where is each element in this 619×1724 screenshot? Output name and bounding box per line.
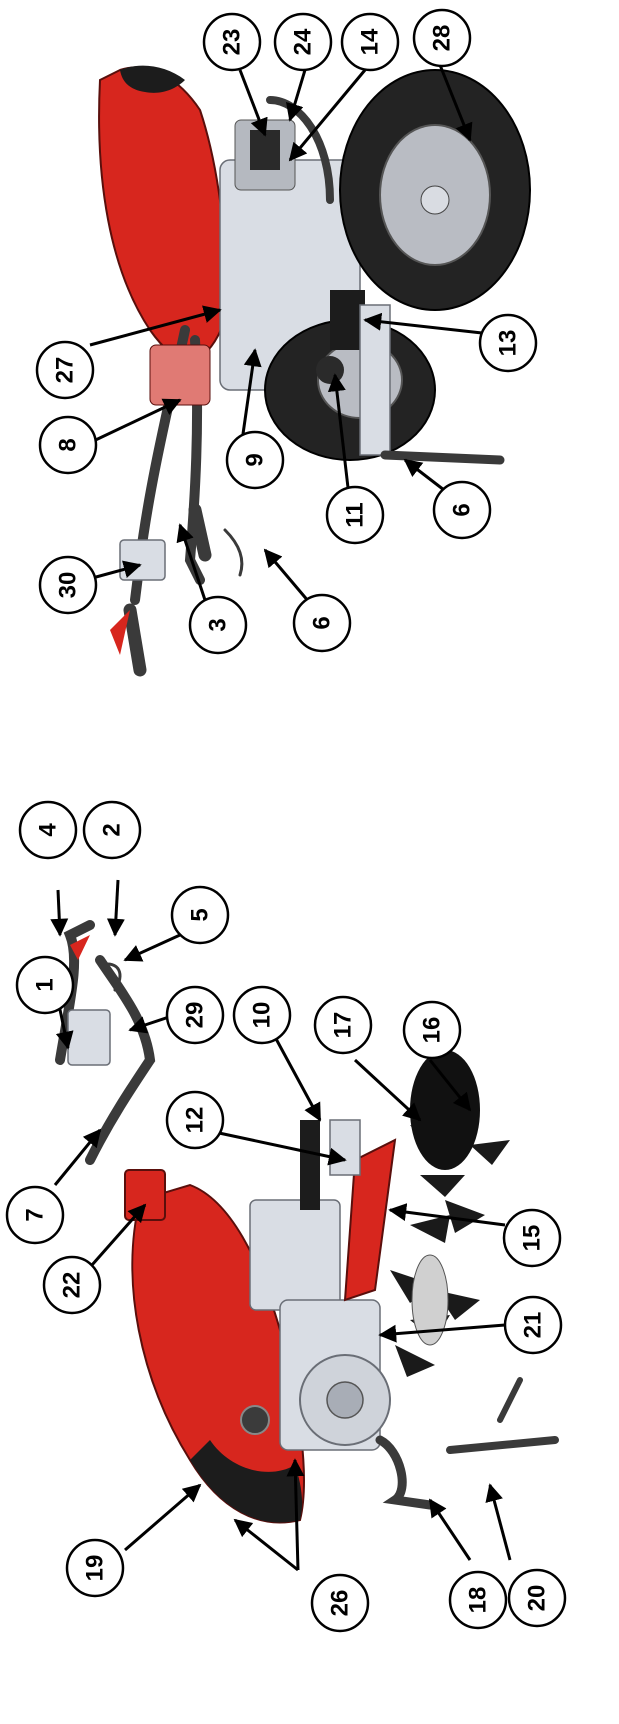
tractor-illustration bbox=[98, 65, 531, 677]
tow-bar bbox=[359, 304, 391, 456]
grip-right bbox=[188, 503, 212, 562]
svg-text:4: 4 bbox=[35, 823, 62, 837]
callout-4: 4 bbox=[18, 800, 78, 860]
svg-text:19: 19 bbox=[82, 1555, 109, 1582]
svg-text:27: 27 bbox=[52, 357, 79, 384]
callout-20: 20 bbox=[507, 1568, 567, 1628]
hitch-bracket bbox=[329, 1119, 361, 1176]
callout-12: 12 bbox=[165, 1090, 225, 1150]
svg-text:14: 14 bbox=[357, 28, 384, 55]
svg-text:16: 16 bbox=[419, 1017, 446, 1044]
axle-pin bbox=[497, 1377, 523, 1423]
callout-19: 19 bbox=[65, 1538, 125, 1598]
hub-front bbox=[420, 185, 450, 215]
spring-mount bbox=[149, 344, 211, 406]
callout-30: 30 bbox=[38, 555, 98, 615]
callout-17: 17 bbox=[313, 995, 373, 1055]
throttle-lever bbox=[98, 962, 122, 992]
handlebar-right bbox=[85, 955, 156, 1165]
callout-18: 18 bbox=[448, 1570, 508, 1630]
svg-text:6: 6 bbox=[449, 503, 476, 516]
callout-27: 27 bbox=[35, 340, 95, 400]
svg-text:7: 7 bbox=[22, 1208, 49, 1221]
air-filter bbox=[250, 130, 280, 170]
svg-text:1: 1 bbox=[32, 978, 59, 991]
transport-axle bbox=[446, 1436, 559, 1454]
svg-text:8: 8 bbox=[55, 438, 82, 451]
rear-stand bbox=[380, 450, 505, 465]
svg-text:17: 17 bbox=[330, 1012, 357, 1039]
svg-text:11: 11 bbox=[342, 502, 369, 527]
tractor-engine-cover bbox=[98, 66, 228, 361]
rotor-hub bbox=[411, 1254, 449, 1346]
svg-text:28: 28 bbox=[429, 25, 456, 52]
callout-3: 3 bbox=[188, 595, 248, 655]
callout-bubbles: 23 24 14 28 27 13 8 9 11 6 30 3 6 4 2 5 … bbox=[5, 8, 567, 1633]
cover-dark-trim bbox=[190, 1440, 303, 1523]
svg-text:13: 13 bbox=[495, 330, 522, 357]
callout-14: 13 bbox=[478, 313, 538, 373]
depth-stake bbox=[300, 1120, 320, 1210]
svg-text:20: 20 bbox=[524, 1585, 551, 1612]
callout-8: 8 bbox=[38, 415, 98, 475]
svg-text:29: 29 bbox=[182, 1002, 209, 1029]
tractor-handle-flag bbox=[110, 610, 130, 655]
gearbox bbox=[249, 1199, 341, 1311]
front-bumper bbox=[375, 1435, 435, 1510]
starter-hub bbox=[326, 1381, 364, 1419]
svg-text:18: 18 bbox=[465, 1587, 492, 1614]
rear-guard-rod bbox=[266, 96, 334, 204]
svg-text:24: 24 bbox=[290, 28, 317, 55]
callout-24: 23 bbox=[202, 12, 262, 72]
callout-11: 6 bbox=[432, 480, 492, 540]
callout-23: 14 bbox=[340, 12, 400, 72]
callout-13: 11 bbox=[325, 485, 385, 545]
callout-1: 1 bbox=[15, 955, 75, 1015]
svg-text:23: 23 bbox=[219, 29, 246, 56]
fuel-cap bbox=[240, 1405, 270, 1435]
clutch-lever bbox=[223, 528, 244, 577]
callout-26: 26 bbox=[310, 1573, 370, 1633]
callout-7: 7 bbox=[5, 1185, 65, 1245]
svg-text:9: 9 bbox=[242, 453, 269, 466]
callout-28: 28 bbox=[412, 8, 472, 68]
gear-knob bbox=[316, 356, 344, 384]
grip-left bbox=[123, 603, 147, 677]
svg-text:2: 2 bbox=[99, 823, 126, 836]
svg-text:22: 22 bbox=[59, 1272, 86, 1299]
svg-text:30: 30 bbox=[55, 572, 82, 599]
callout-6: 6 bbox=[292, 593, 352, 653]
hitch-plate bbox=[330, 290, 365, 350]
svg-text:26: 26 bbox=[327, 1590, 354, 1617]
side-shield bbox=[343, 1138, 397, 1302]
svg-text:5: 5 bbox=[187, 908, 214, 921]
tractor-cover-trim bbox=[120, 65, 185, 93]
svg-text:15: 15 bbox=[519, 1225, 546, 1252]
callout-2: 2 bbox=[82, 800, 142, 860]
callout-29: 29 bbox=[165, 985, 225, 1045]
callout-21: 21 bbox=[503, 1295, 563, 1355]
handle-flag bbox=[70, 935, 90, 960]
svg-text:10: 10 bbox=[249, 1002, 276, 1029]
callout-15: 15 bbox=[502, 1208, 562, 1268]
callout-16: 16 bbox=[402, 1000, 462, 1060]
tractor-control-box bbox=[119, 539, 166, 581]
svg-text:6: 6 bbox=[309, 616, 336, 629]
callout-9: 9 bbox=[225, 430, 285, 490]
callout-25: 24 bbox=[273, 12, 333, 72]
handle-mount bbox=[124, 1169, 166, 1221]
callout-5: 5 bbox=[170, 885, 230, 945]
callout-22: 22 bbox=[42, 1255, 102, 1315]
control-box bbox=[67, 1009, 111, 1066]
tiller-illustration bbox=[55, 920, 559, 1524]
svg-text:21: 21 bbox=[520, 1312, 547, 1339]
tine-disc bbox=[410, 1050, 480, 1170]
svg-text:3: 3 bbox=[205, 618, 232, 631]
callout-10: 10 bbox=[232, 985, 292, 1045]
svg-text:12: 12 bbox=[182, 1107, 209, 1134]
